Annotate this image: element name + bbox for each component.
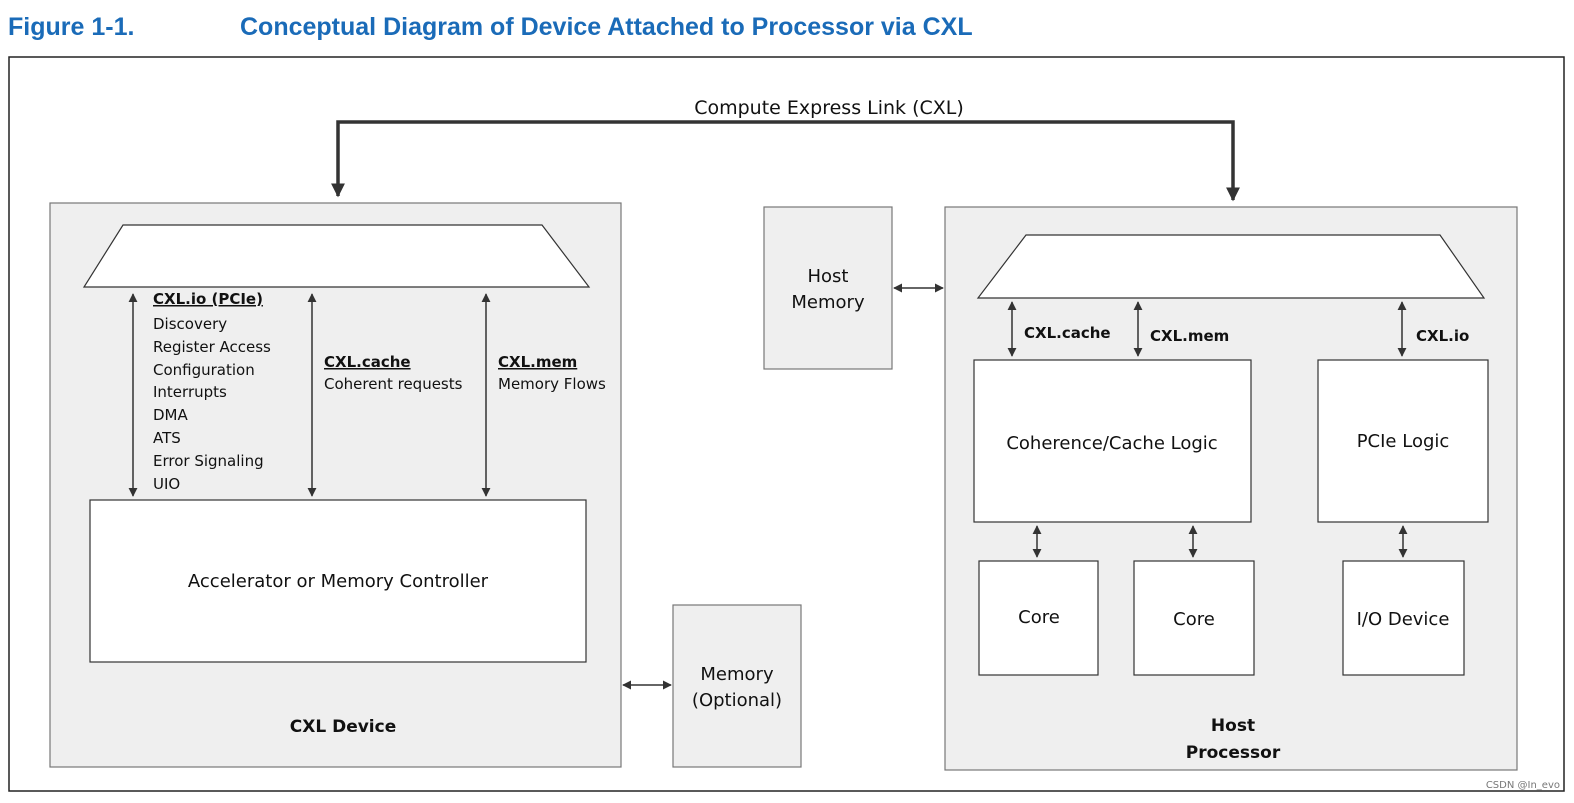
device-memory-box xyxy=(672,604,802,768)
pcie-logic-box xyxy=(1317,359,1489,523)
cxl-io-item: Register Access xyxy=(153,338,271,356)
host-mux-shape xyxy=(976,234,1486,299)
cxl-link-connector xyxy=(331,120,1240,202)
io-device-box xyxy=(1342,560,1465,676)
coherence-logic-box xyxy=(973,359,1252,523)
device-memory-sublabel: (Optional) xyxy=(692,690,782,711)
coherence-logic-label: Coherence/Cache Logic xyxy=(1006,433,1217,454)
figure-caption: Conceptual Diagram of Device Attached to… xyxy=(240,13,973,41)
host-cxl-cache-label: CXL.cache xyxy=(1024,324,1111,342)
cxl-device-label: CXL Device xyxy=(290,717,397,737)
host-cxl-mem-label: CXL.mem xyxy=(1150,327,1229,345)
cxl-io-item: DMA xyxy=(153,406,188,424)
host-memory-box xyxy=(763,206,893,370)
device-cxl-cache-heading: CXL.cache xyxy=(324,353,411,371)
host-processor-sublabel: Processor xyxy=(1186,743,1281,763)
core-label: Core xyxy=(1173,609,1215,630)
watermark: CSDN @In_evo xyxy=(1486,780,1560,791)
controller-box xyxy=(89,499,587,663)
cxl-io-item: Error Signaling xyxy=(153,452,264,470)
figure-title: Figure 1-1. Conceptual Diagram of Device … xyxy=(8,10,973,44)
pcie-logic-label: PCIe Logic xyxy=(1357,431,1450,452)
cxl-io-heading: CXL.io (PCIe) xyxy=(153,290,263,308)
host-memory-label: Host xyxy=(808,266,849,287)
host-processor-label: Host xyxy=(1211,716,1255,736)
controller-label: Accelerator or Memory Controller xyxy=(188,571,489,592)
device-memory-label: Memory xyxy=(700,664,774,685)
device-mux-shape xyxy=(82,224,591,288)
cxl-io-item: Configuration xyxy=(153,361,255,379)
core-label: Core xyxy=(1018,607,1060,628)
cxl-io-item: Interrupts xyxy=(153,383,227,401)
core-box xyxy=(1133,560,1255,676)
cxl-io-item: UIO xyxy=(153,475,180,493)
core-box xyxy=(978,560,1099,676)
io-device-label: I/O Device xyxy=(1357,609,1450,630)
cxl-link-label: Compute Express Link (CXL) xyxy=(694,97,964,119)
figure-number: Figure 1-1. xyxy=(8,13,135,41)
cxl-io-item: ATS xyxy=(153,429,181,447)
device-cxl-cache-text: Coherent requests xyxy=(324,375,463,393)
host-cxl-io-label: CXL.io xyxy=(1416,327,1469,345)
cxl-io-item: Discovery xyxy=(153,315,227,333)
host-memory-sublabel: Memory xyxy=(791,292,865,313)
device-cxl-mem-heading: CXL.mem xyxy=(498,353,577,371)
cxl-device-box xyxy=(49,202,622,768)
device-cxl-mem-text: Memory Flows xyxy=(498,375,606,393)
